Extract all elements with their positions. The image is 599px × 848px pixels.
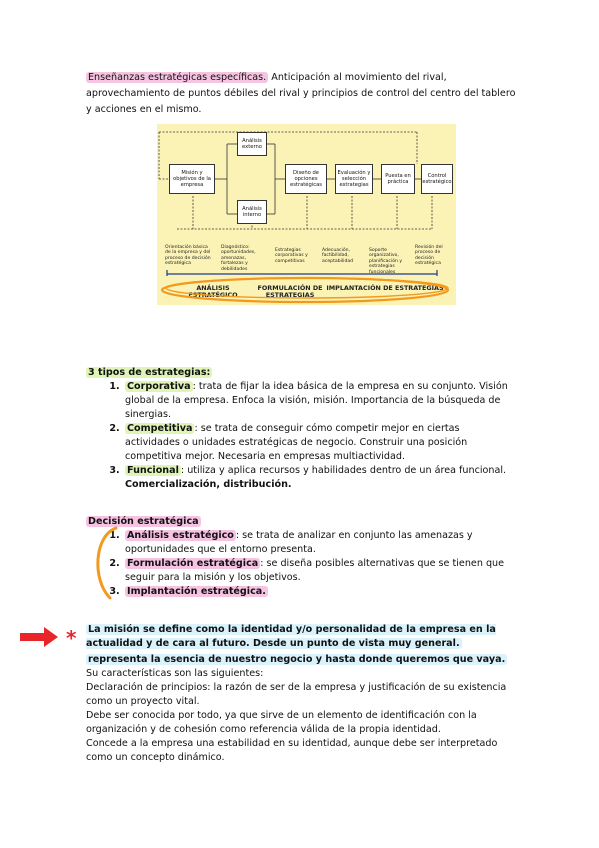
tipos-heading: 3 tipos de estrategias: bbox=[86, 367, 213, 378]
box-control: Control estratégico bbox=[421, 164, 453, 194]
intro-paragraph: Enseñanzas estratégicas específicas. Ant… bbox=[86, 70, 518, 118]
list-item: Formulación estratégica: se diseña posib… bbox=[123, 557, 516, 585]
strategy-process-diagram: Misión y objetivos de la empresa Análisi… bbox=[157, 124, 456, 305]
caption-soporte: Soporte organizativo, planificación y es… bbox=[369, 248, 403, 275]
tipos-section: 3 tipos de estrategias: Corporativa: tra… bbox=[86, 366, 516, 492]
funcional-extra: Comercialización, distribución. bbox=[125, 479, 292, 490]
tipos-list: Corporativa: trata de fijar la idea bási… bbox=[86, 380, 516, 492]
term-formulacion: Formulación estratégica bbox=[125, 558, 261, 569]
phase-implantacion: IMPLANTACIÓN DE ESTRATEGIAS bbox=[326, 284, 444, 292]
decision-heading: Decisión estratégica bbox=[86, 516, 201, 527]
box-mision: Misión y objetivos de la empresa bbox=[169, 164, 215, 194]
paragraph: Declaración de principios: la razón de s… bbox=[86, 682, 507, 707]
phase-formulacion: FORMULACIÓN DE ESTRATEGIAS bbox=[257, 284, 323, 300]
term-competitiva: Competitiva bbox=[125, 423, 195, 434]
svg-text:*: * bbox=[66, 626, 77, 650]
paragraph: Concede a la empresa una estabilidad en … bbox=[86, 738, 498, 763]
box-analisis-interno: Análisis interno bbox=[237, 200, 267, 224]
mision-definition: La misión se define como la identidad y/… bbox=[86, 624, 496, 649]
mision-section: La misión se define como la identidad y/… bbox=[86, 623, 518, 765]
paragraph: Debe ser conocida por todo, ya que sirve… bbox=[86, 710, 477, 735]
intro-text: Anticipación al movimiento del rival, ap… bbox=[86, 72, 516, 115]
list-item: Corporativa: trata de fijar la idea bási… bbox=[123, 380, 516, 422]
decision-section: Decisión estratégica Análisis estratégic… bbox=[86, 515, 516, 599]
term-funcional: Funcional bbox=[125, 465, 181, 476]
list-item: Funcional: utiliza y aplica recursos y h… bbox=[123, 464, 516, 492]
box-diseno-opciones: Diseño de opciones estratégicas bbox=[285, 164, 327, 194]
caption-orientacion: Orientación básica de la empresa y del p… bbox=[165, 245, 211, 267]
decision-list: Análisis estratégico: se trata de analiz… bbox=[86, 529, 516, 599]
caption-revision: Revisión del proceso de decisión estraté… bbox=[415, 245, 443, 267]
caption-diagnostico: Diagnóstico: oportunidades, amenazas, fo… bbox=[221, 245, 256, 272]
term-corporativa: Corporativa bbox=[125, 381, 193, 392]
term-implantacion: Implantación estratégica. bbox=[125, 586, 268, 597]
list-item: Implantación estratégica. bbox=[123, 585, 516, 599]
red-arrow-annotation: * bbox=[20, 626, 77, 650]
orange-bracket-annotation bbox=[96, 526, 118, 600]
list-item: Análisis estratégico: se trata de analiz… bbox=[123, 529, 516, 557]
term-analisis: Análisis estratégico bbox=[125, 530, 236, 541]
diagram-connectors bbox=[158, 131, 438, 276]
mision-paragraphs: Su características son las siguientes: D… bbox=[86, 667, 518, 765]
paragraph: Su características son las siguientes: bbox=[86, 668, 264, 679]
box-evaluacion: Evaluación y selección estrategias bbox=[335, 164, 373, 194]
caption-adecuacion: Adecuación, factibilidad, aceptabilidad bbox=[322, 248, 354, 264]
list-item: Competitiva: se trata de conseguir cómo … bbox=[123, 422, 516, 464]
intro-highlight: Enseñanzas estratégicas específicas. bbox=[86, 72, 269, 83]
box-puesta-practica: Puesta en práctica bbox=[381, 164, 415, 194]
box-analisis-externo: Análisis externo bbox=[237, 132, 267, 156]
mision-essence: representa la esencia de nuestro negocio… bbox=[86, 654, 508, 665]
orange-circle-annotation bbox=[160, 276, 450, 304]
caption-estrategias: Estrategias corporativas y competitivas bbox=[275, 248, 308, 264]
